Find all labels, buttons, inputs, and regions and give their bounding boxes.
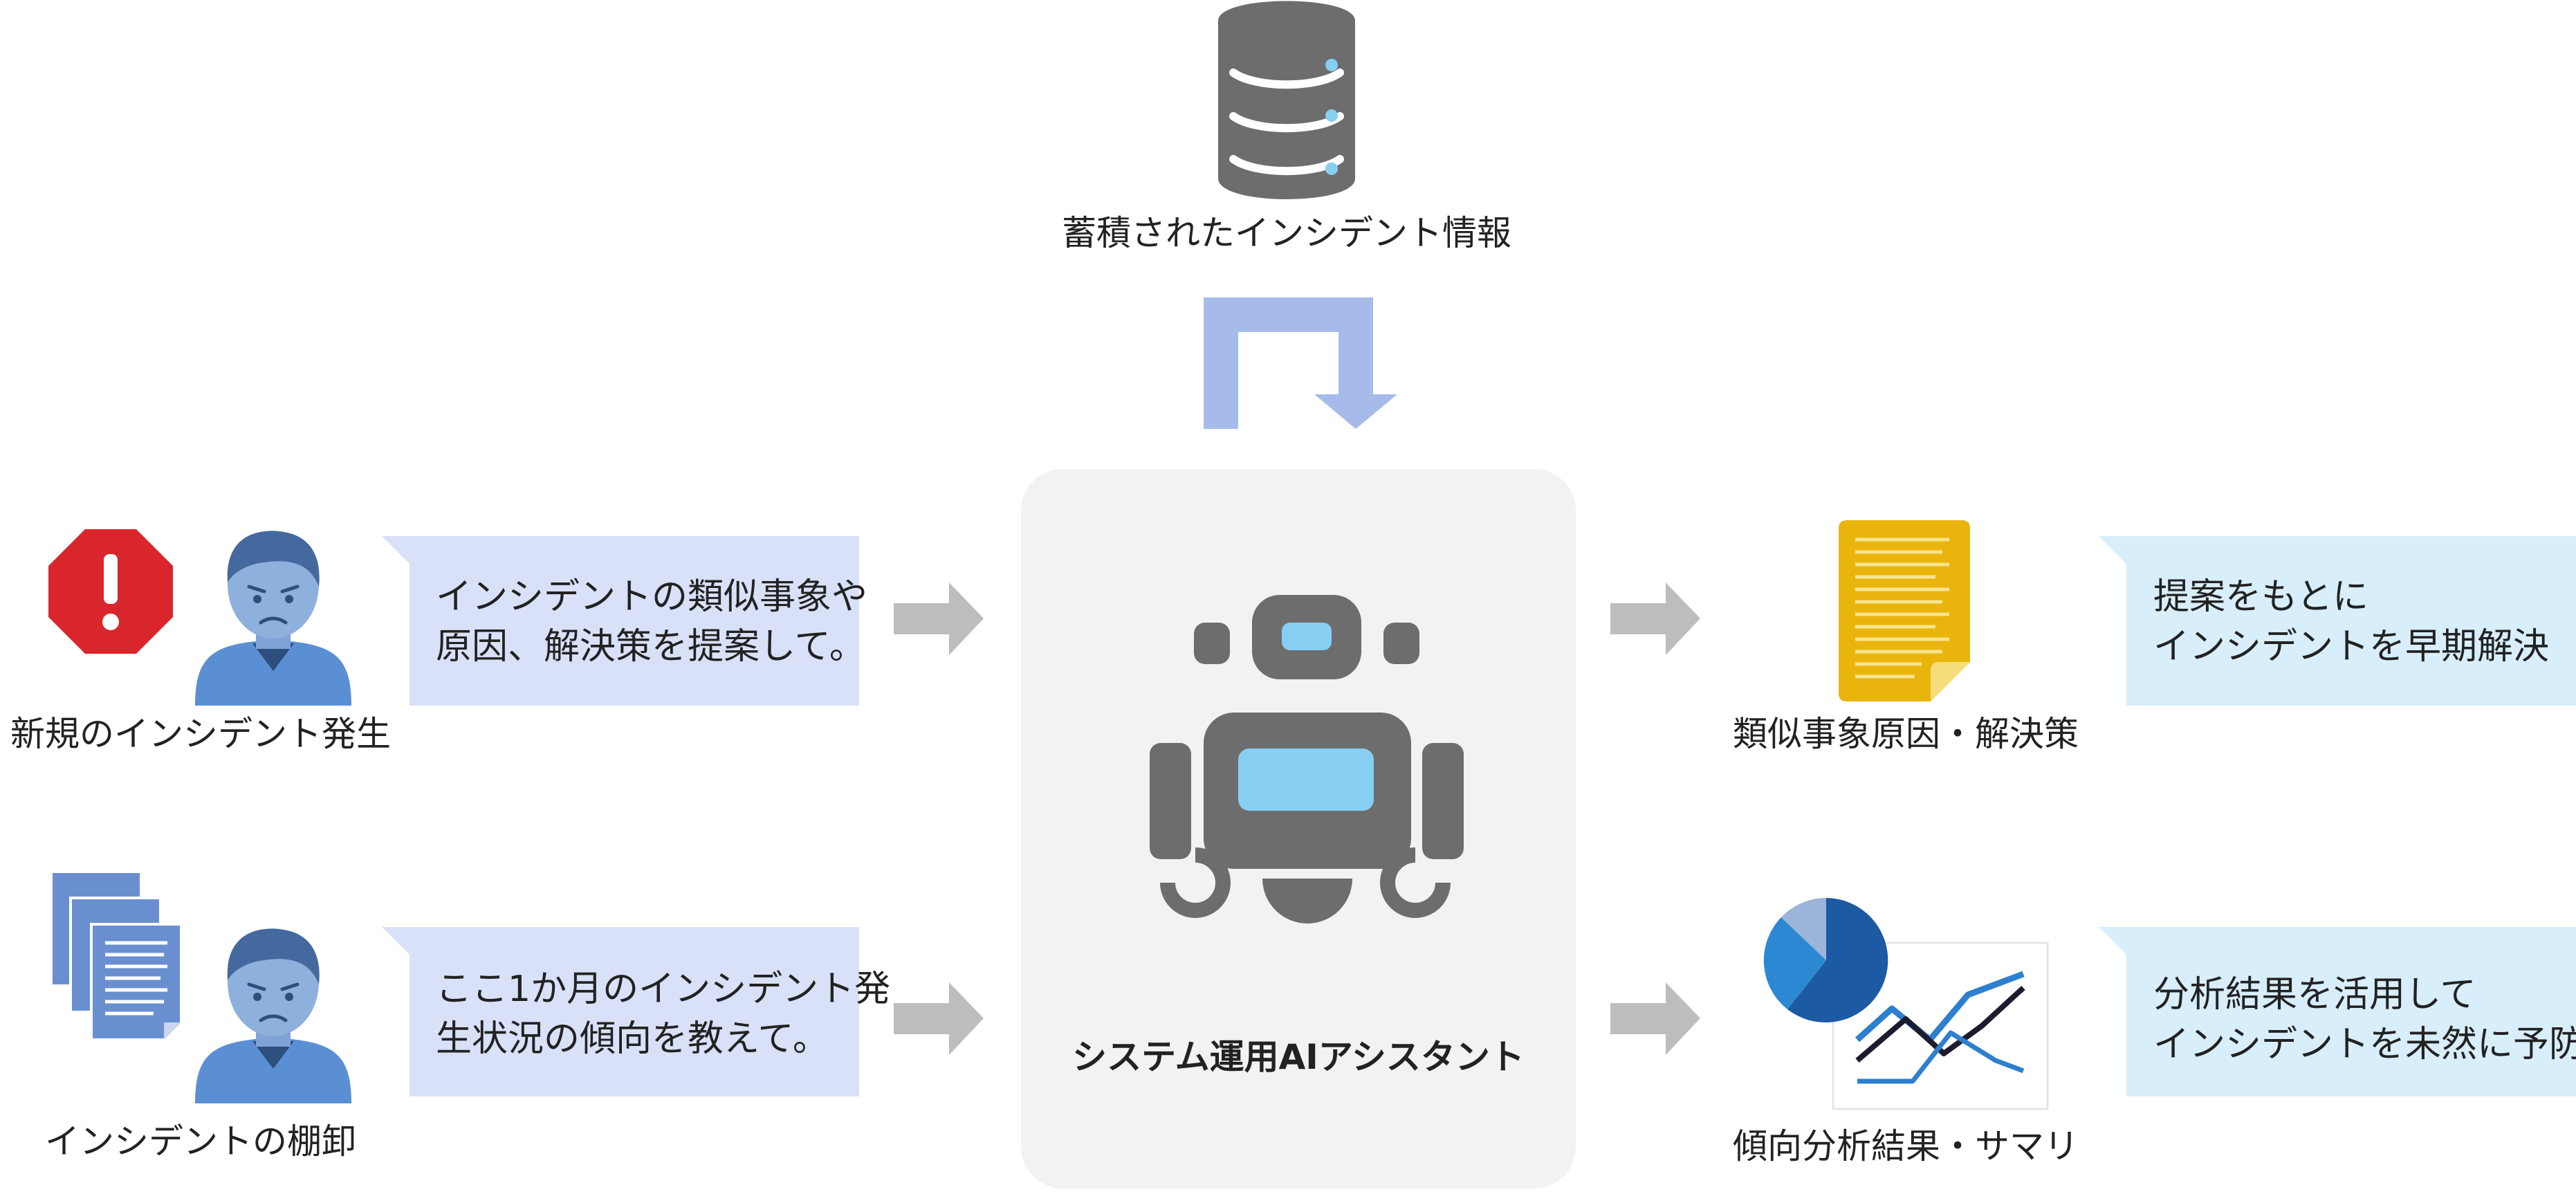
output-arrow-2 — [1610, 982, 1700, 1055]
request-bubble-inventory — [382, 927, 859, 1096]
result-line-solution-2: インシデントを早期解決 — [2153, 626, 2550, 668]
result-line-solution-1: 提案をもとに — [2153, 576, 2368, 618]
pie-line-chart-icon — [1763, 898, 2049, 1110]
loop-arrow — [1204, 297, 1397, 429]
result-bubble-solution — [2099, 536, 2576, 706]
alert-octagon-icon — [48, 529, 173, 654]
result-line-analysis-1: 分析結果を活用して — [2153, 974, 2476, 1016]
input-arrow-2 — [894, 982, 984, 1055]
assistant-label: システム運用AIアシスタント — [1072, 1037, 1525, 1077]
worried-person-icon — [195, 928, 351, 1103]
request-line-new-2: 原因、解決策を提案して。 — [436, 626, 865, 668]
database-icon — [1218, 1, 1355, 199]
request-line-inventory-2: 生状況の傾向を教えて。 — [436, 1018, 829, 1060]
output-arrow-1 — [1610, 582, 1700, 655]
request-bubble-new — [382, 536, 859, 706]
document-icon — [1839, 520, 1970, 701]
database-caption: 蓄積されたインシデント情報 — [1062, 213, 1511, 253]
result-bubble-analysis — [2099, 927, 2576, 1096]
output-caption-solution: 類似事象原因・解決策 — [1733, 714, 2079, 754]
worried-person-icon — [195, 531, 351, 706]
output-caption-analysis: 傾向分析結果・サマリ — [1733, 1126, 2079, 1166]
input-caption-inventory: インシデントの棚卸 — [45, 1121, 356, 1161]
request-line-new-1: インシデントの類似事象や — [436, 576, 868, 618]
request-line-inventory-1: ここ1か月のインシデント発 — [436, 968, 891, 1010]
robot-icon — [1150, 595, 1464, 924]
result-line-analysis-2: インシデントを未然に予防 — [2153, 1024, 2576, 1065]
input-caption-new: 新規のインシデント発生 — [10, 714, 391, 754]
input-arrow-1 — [894, 582, 984, 655]
documents-stack-icon — [50, 870, 183, 1041]
